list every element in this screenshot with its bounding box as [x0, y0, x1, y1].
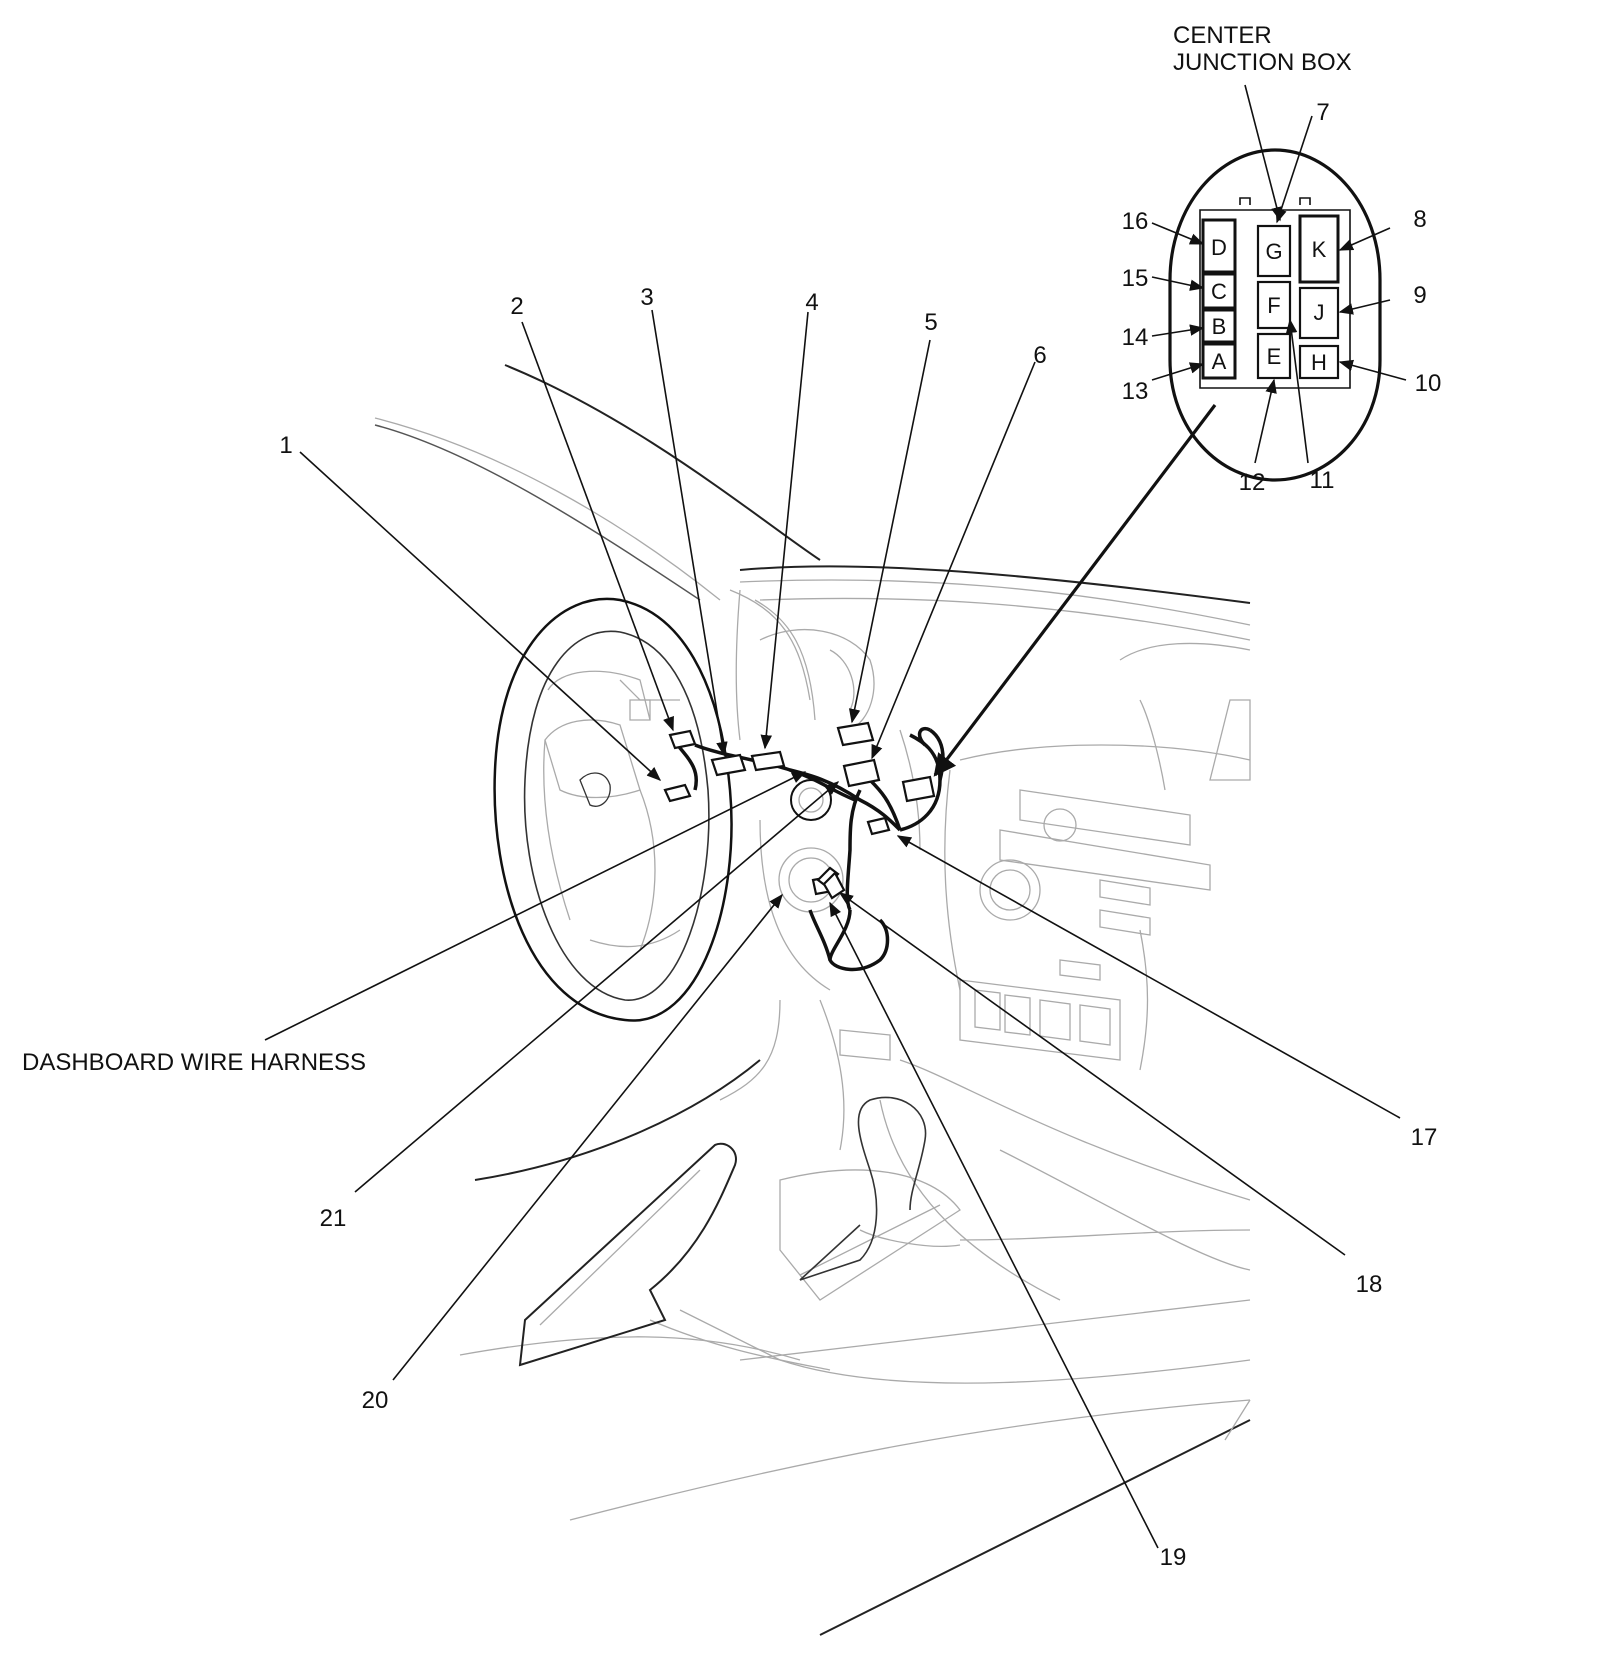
terminal-d: D [1211, 235, 1227, 260]
harness-label: DASHBOARD WIRE HARNESS [22, 1049, 366, 1076]
callout-18: 18 [1356, 1271, 1383, 1298]
callout-15: 15 [1122, 265, 1149, 292]
terminal-c: C [1211, 279, 1227, 304]
center-junction-box: D C B A G F E K J H [1168, 148, 1382, 482]
callout-17: 17 [1411, 1124, 1438, 1151]
callout-11: 11 [1310, 467, 1335, 494]
callout-20: 20 [362, 1387, 389, 1414]
leader-lines [264, 84, 1407, 1549]
terminal-h: H [1311, 350, 1327, 375]
terminal-j: J [1314, 300, 1325, 325]
terminal-f: F [1267, 293, 1280, 318]
callout-16: 16 [1122, 208, 1149, 235]
callout-1: 1 [279, 432, 292, 459]
connectors [663, 721, 936, 900]
terminal-k: K [1312, 237, 1327, 262]
callout-8: 8 [1413, 206, 1426, 233]
callout-10: 10 [1415, 370, 1442, 397]
callout-12: 12 [1239, 469, 1266, 496]
callout-3: 3 [640, 284, 653, 311]
labels: CENTER JUNCTION BOX DASHBOARD WIRE HARNE… [22, 22, 1441, 1571]
callout-14: 14 [1122, 324, 1149, 351]
callout-2: 2 [510, 293, 523, 320]
callout-9: 9 [1413, 282, 1426, 309]
terminal-b: B [1212, 314, 1227, 339]
callout-21: 21 [320, 1205, 347, 1232]
junction-box-location-arrow [933, 404, 1217, 777]
callout-13: 13 [1122, 378, 1149, 405]
callout-7: 7 [1316, 99, 1329, 126]
callout-4: 4 [805, 289, 818, 316]
terminal-g: G [1265, 239, 1282, 264]
terminal-e: E [1267, 344, 1282, 369]
terminal-a: A [1212, 349, 1227, 374]
callout-6: 6 [1033, 342, 1046, 369]
junction-box-title-line-2: JUNCTION BOX [1173, 49, 1352, 76]
callout-19: 19 [1160, 1544, 1187, 1571]
interior-line-art [374, 364, 1251, 1636]
callout-5: 5 [924, 309, 937, 336]
junction-box-title-line-1: CENTER [1173, 22, 1272, 49]
steering-wheel [493, 597, 733, 1022]
